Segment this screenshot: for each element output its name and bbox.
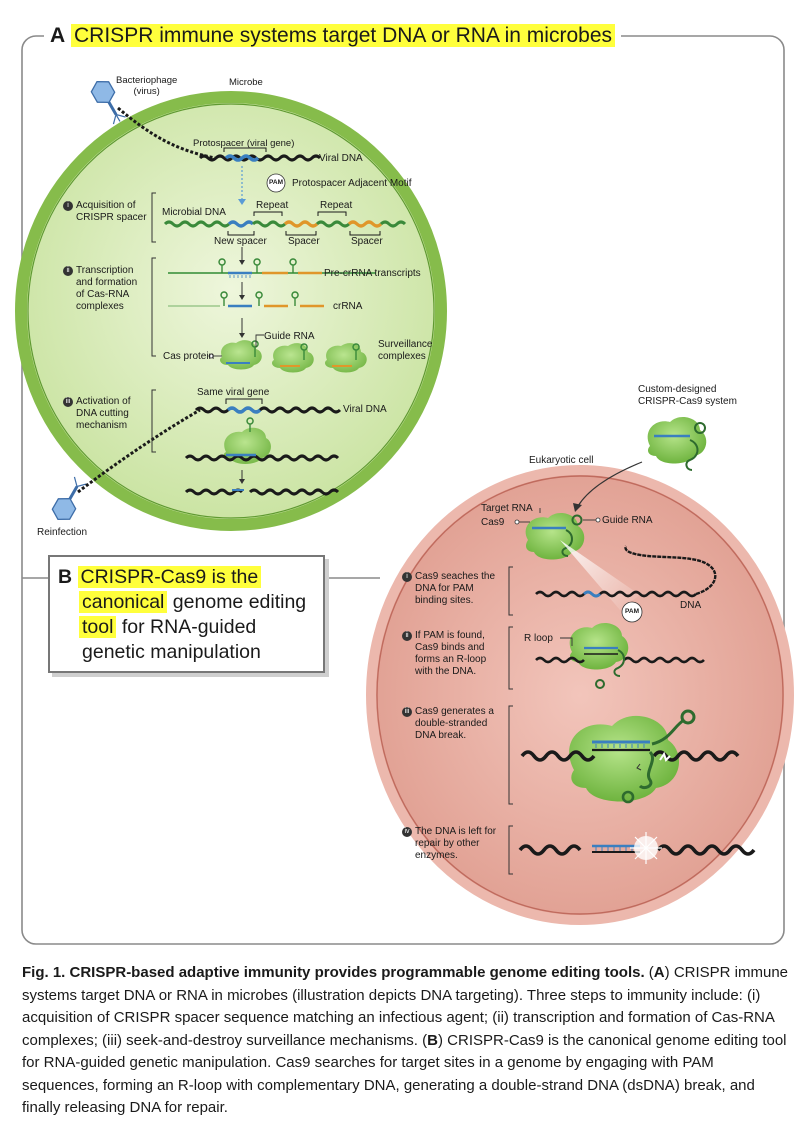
reinfection-viral-dna [77, 408, 201, 494]
reinfection-phage-icon [51, 476, 87, 521]
pam-full-label: Protospacer Adjacent Motif [292, 178, 412, 189]
spacer-label-1: Spacer [288, 236, 320, 247]
microbial-dna-array [163, 211, 407, 236]
caption-bold-title: CRISPR-based adaptive immunity provides … [69, 964, 645, 981]
viral-dna-strand [198, 147, 322, 162]
panel-b-title: B CRISPR-Cas9 is the canonical genome ed… [58, 566, 307, 663]
step-brackets-a [151, 192, 156, 453]
crrna-fragments [168, 291, 324, 308]
step-brackets-b [508, 566, 513, 875]
process-arrows-a [239, 247, 245, 484]
crrna-label: crRNA [333, 301, 363, 312]
panel-b-letter: B [58, 566, 73, 588]
panel-a-title: A CRISPR immune systems target DNA or RN… [44, 22, 621, 50]
caption-fig-number: Fig. 1. [22, 964, 66, 981]
figure-graphics [15, 35, 794, 945]
target-rna-label: Target RNA [481, 503, 533, 514]
guide-rna-label-b: Guide RNA [602, 515, 653, 526]
dna-pam-search [535, 545, 717, 623]
same-viral-gene-label: Same viral gene [197, 387, 270, 398]
pam-circle-a [266, 173, 286, 193]
pre-crrna-transcripts [168, 258, 376, 278]
microbe-label: Microbe [229, 77, 263, 88]
dna-label-b: DNA [680, 600, 702, 611]
viral-dna-reinfection [194, 398, 342, 414]
eukaryotic-cell-label: Eukaryotic cell [529, 455, 594, 466]
spacer-label-2: Spacer [351, 236, 383, 247]
caption-b-letter: B [427, 1031, 438, 1049]
cleaved-dna-a [184, 488, 340, 496]
pam-label-a: PAM [269, 179, 283, 186]
panel-a-letter: A [50, 24, 66, 47]
repeat-label-2: Repeat [320, 200, 353, 211]
surveillance-complexes [208, 334, 367, 373]
microbe-cell [15, 91, 447, 531]
pre-crrna-label: Pre-crRNA transcripts [324, 268, 421, 279]
custom-system-label: Custom-designed CRISPR-Cas9 system [638, 384, 737, 407]
microbial-dna-label: Microbial DNA [162, 207, 226, 218]
dsdna-break-complex [520, 709, 740, 804]
pam-label-b: PAM [625, 608, 639, 615]
custom-cas9-icon [647, 416, 707, 471]
bacteriophage-icon [90, 80, 126, 125]
surveillance-label: Surveillance complexes [378, 339, 433, 362]
caption-part-b: CRISPR-Cas9 is the canonical genome edit… [22, 1031, 787, 1117]
injected-viral-dna [117, 106, 216, 160]
released-dna [518, 832, 756, 864]
new-spacer-label: New spacer [214, 236, 267, 247]
reinfection-label: Reinfection [37, 527, 88, 538]
bacteriophage-label: Bacteriophage (virus) [116, 75, 178, 97]
caption-part-a: CRISPR immune systems target DNA or RNA … [22, 964, 789, 1049]
cas9-label: Cas9 [481, 517, 505, 528]
figure-caption: Fig. 1. CRISPR-based adaptive immunity p… [22, 964, 789, 1117]
viral-dna-label-2: Viral DNA [343, 404, 387, 415]
eukaryotic-cell [366, 465, 794, 925]
r-loop-complex [535, 622, 705, 689]
cas-protein-label: Cas protein [163, 351, 215, 362]
protospacer-label: Protospacer (viral gene) [193, 138, 295, 149]
viral-dna-label: Viral DNA [319, 153, 363, 164]
repeat-label-1: Repeat [256, 200, 289, 211]
caption-a-letter: A [653, 964, 665, 981]
cutting-complex-a [184, 417, 340, 464]
r-loop-label: R loop [524, 633, 553, 644]
panel-b-title-box: B CRISPR-Cas9 is the canonical genome ed… [48, 555, 325, 673]
panel-a-title-text: CRISPR immune systems target DNA or RNA … [71, 24, 615, 47]
delivery-arrow [577, 461, 643, 507]
guide-rna-label-a: Guide RNA [264, 331, 315, 342]
